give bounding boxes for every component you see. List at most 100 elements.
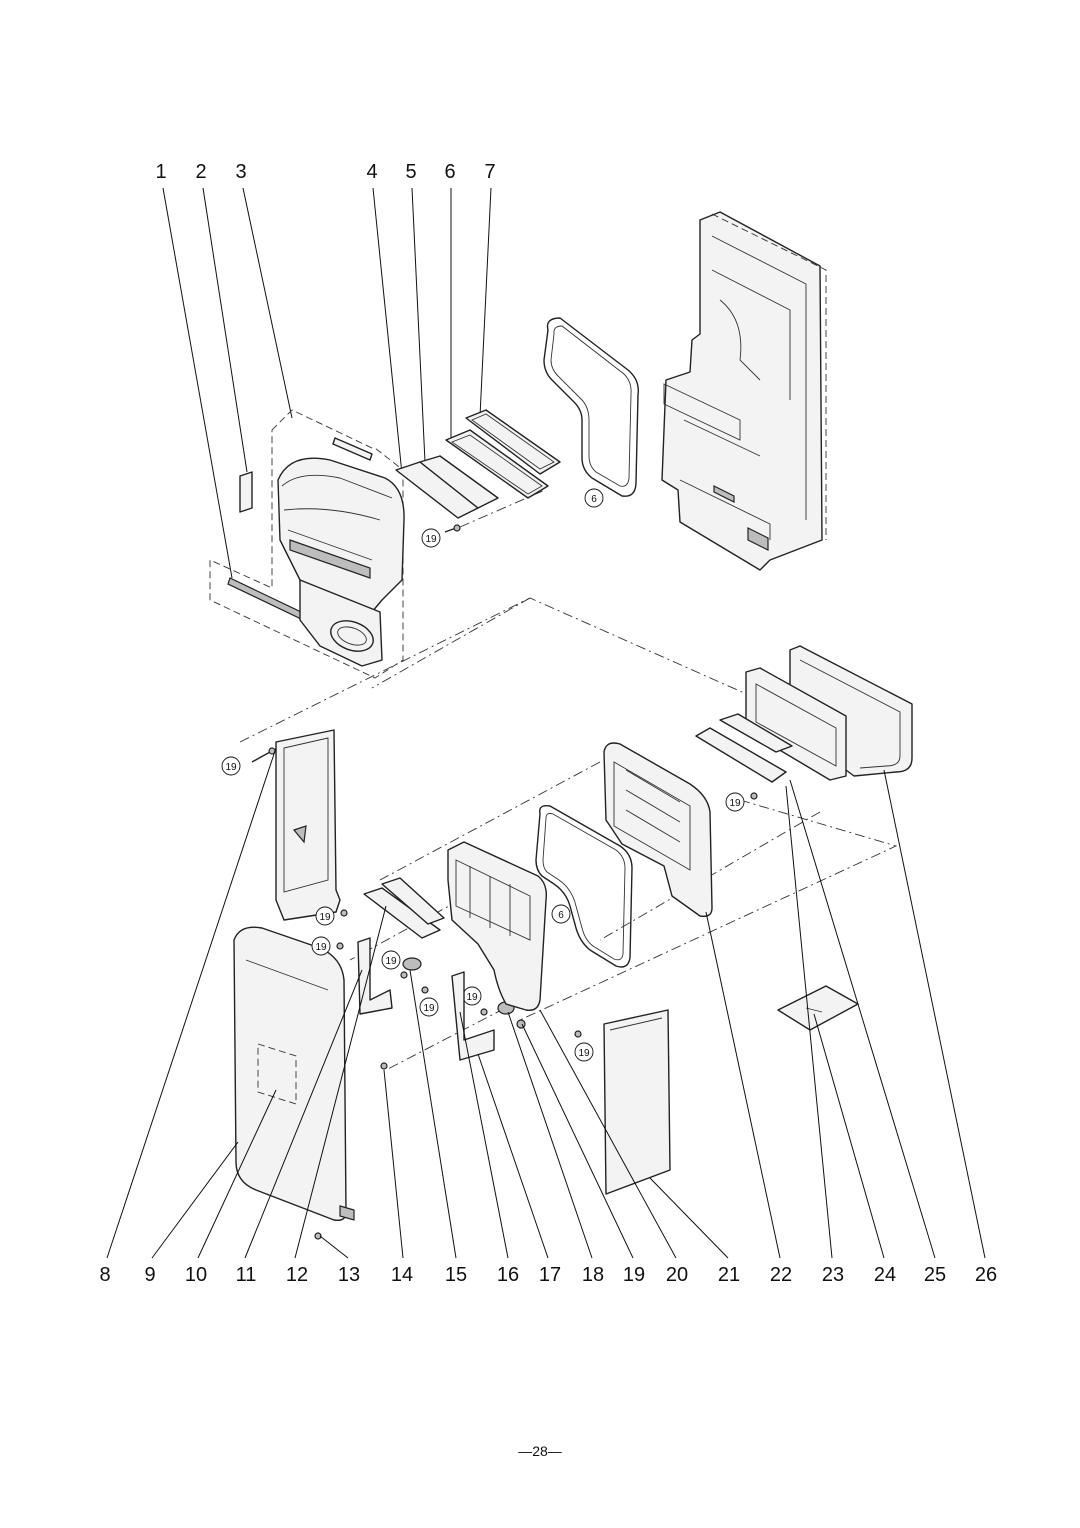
housing-slot-line [287,529,373,561]
upper-housing-group [209,409,405,679]
part-label-4: 4 [366,161,377,183]
part-5-strip [419,455,499,509]
screw-head-13 [314,1232,322,1240]
screw-head-e [400,971,408,979]
group-outline-dashed [209,409,404,679]
lower-panel-body [603,1009,671,1195]
screw-head-f [421,986,429,994]
gasket-mid-inner [542,813,626,961]
leader-25 [789,779,936,1259]
label-plate-mark [805,1007,823,1013]
leader-21 [649,1177,729,1259]
middle-gasket-6: 6 [535,804,633,968]
screw-alignment-upper [459,489,546,528]
part-12-strip [381,877,445,925]
part-label-11: 11 [236,1264,257,1286]
filter-frame-window [455,859,531,941]
top-leader-lines [162,187,492,579]
oval-port-inner [337,626,367,646]
housing-air-slot [289,539,371,579]
part-label-5: 5 [405,161,416,183]
chassis-body [661,211,823,571]
part-label-18: 18 [582,1264,604,1286]
back-chassis [661,211,827,571]
leader-2 [202,187,248,473]
guide-mid-2 [519,799,898,1021]
part-label-10: 10 [185,1264,207,1286]
callout-19-e: 19 [385,956,397,967]
callout-6-ring-a [584,488,604,508]
leader-5 [411,187,426,463]
callout-19-i: 19 [578,1048,590,1059]
part-7-inner [471,413,555,470]
part-label-6: 6 [444,161,455,183]
rear-frame-window [613,761,691,871]
upper-gasket-6: 6 [543,317,639,508]
callout-6-b: 6 [558,910,564,921]
leader-3 [242,187,293,419]
part-label-14: 14 [391,1264,413,1286]
part-6-gasket-frame [445,429,549,499]
inner-filter-frame [447,841,548,1011]
rear-frame-grid [625,769,681,843]
leader-26 [883,769,986,1259]
leader-9 [151,1141,239,1259]
part-label-16: 16 [497,1264,519,1286]
part-24-label-plate [777,985,859,1031]
leader-4 [372,187,403,475]
panel-8-body [275,729,341,921]
bottom-part-labels: 8 9 10 11 12 13 14 15 16 17 18 19 20 21 … [99,1264,997,1286]
chassis-shelf-2 [683,419,761,457]
part-label-3: 3 [235,161,246,183]
part-label-7: 7 [484,161,495,183]
leader-12 [294,905,387,1259]
front-cover-tab [339,1205,355,1221]
front-cover [233,926,355,1222]
drip-tray-assembly: 19 [695,645,913,812]
part-23-bar [719,713,793,753]
filter-strip-group: 19 [395,409,561,548]
panel-8-arrow-mark [292,825,307,844]
part-16-bracket [451,971,495,1061]
part-label-1: 1 [155,161,166,183]
gasket-mid-outer [535,804,633,968]
part-label-17: 17 [539,1264,561,1286]
part-label-23: 23 [822,1264,844,1286]
part-21-lower-panel: 19 [574,1009,671,1195]
part-label-20: 20 [666,1264,688,1286]
filter-frame-ribs [469,866,511,936]
part-label-8: 8 [99,1264,110,1286]
gasket-outer [543,317,639,497]
callout-19-b: 19 [225,762,237,773]
callout-6-a: 6 [591,494,597,505]
chassis-clip [713,485,735,503]
part-label-9: 9 [144,1264,155,1286]
callout-19-f: 19 [423,1003,435,1014]
chassis-inner-rail [711,235,807,520]
part-label-19: 19 [623,1264,645,1286]
chassis-shelf-1 [663,383,741,441]
bracket-parts [357,877,526,1061]
part-11-strip [363,887,441,939]
part-label-2: 2 [195,161,206,183]
chassis-shelf-3 [679,479,771,540]
front-cover-label-area [257,1043,297,1105]
part-label-22: 22 [770,1264,792,1286]
screw-head-upper [453,524,461,532]
bottom-leader-lines [106,747,986,1259]
screw-head-i [574,1030,582,1038]
left-bracket [357,937,393,1015]
part-2-plate [239,471,253,513]
callout-19-ring-h [725,792,745,812]
leader-20 [539,1009,677,1259]
housing-top-edge [281,474,393,499]
part-label-15: 15 [445,1264,467,1286]
chassis-dashed-edge [711,213,827,540]
part-label-12: 12 [286,1264,308,1286]
left-screws: 19 19 19 19 19 [311,906,488,1240]
callout-19-d: 19 [315,942,327,953]
upper-main-housing [277,457,405,613]
panel-8-inner [283,737,329,893]
